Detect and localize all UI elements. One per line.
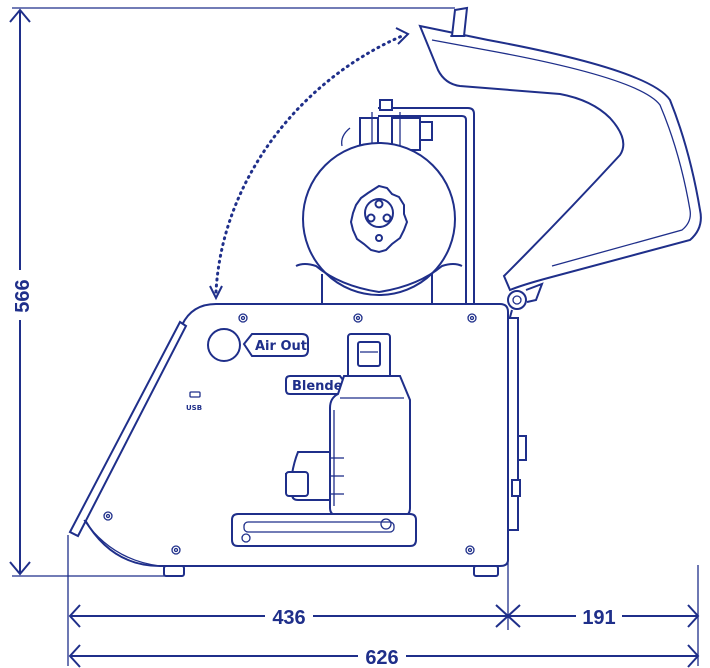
height-dimension-label: 566: [12, 279, 34, 312]
width-dimensions: 436 191 626: [67, 535, 700, 668]
spool-assembly: [295, 99, 475, 304]
air-out-label: Air Out: [255, 339, 307, 354]
blender-label: Blender: [292, 379, 350, 394]
usb-port: USB: [186, 391, 202, 412]
left-foot: [163, 565, 185, 577]
base-width-label: 436: [272, 607, 305, 629]
lid-swing-arc: [209, 27, 410, 301]
usb-label: USB: [186, 404, 202, 412]
total-width-label: 626: [365, 647, 398, 668]
spool-hub-knob: [349, 184, 409, 254]
blender-unit: Blender: [231, 333, 417, 547]
lid: [418, 6, 702, 333]
lid-hinge: [507, 290, 527, 310]
lid-extension-label: 191: [582, 607, 615, 629]
height-dimension: 566: [8, 7, 455, 577]
air-out-port: Air Out: [207, 328, 309, 362]
right-foot: [473, 565, 499, 577]
